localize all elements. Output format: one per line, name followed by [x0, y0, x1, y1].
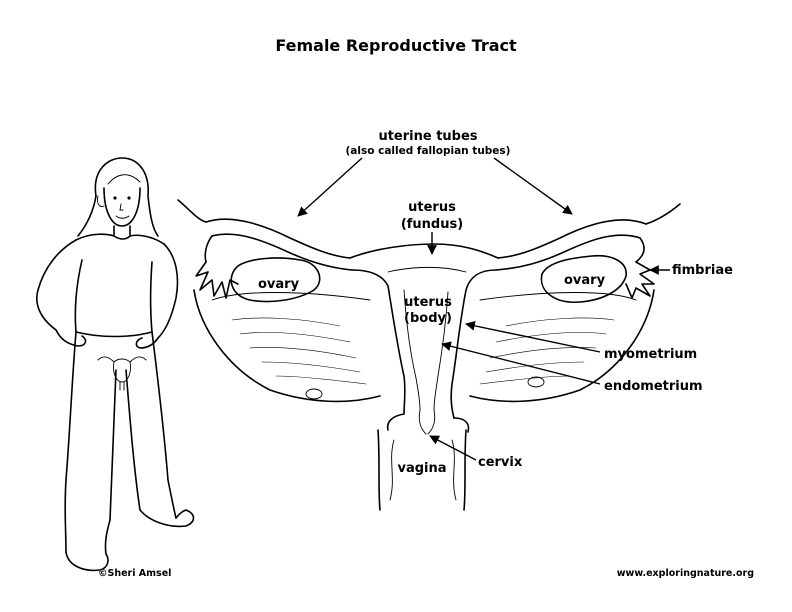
uterus-body-label-line1: uterus — [404, 295, 452, 310]
uterine-tubes-arrow-right — [493, 157, 573, 215]
ovary-right-label: ovary — [564, 273, 606, 288]
uterus-fundus-label-line1: uterus — [408, 200, 456, 215]
diagram-title: Female Reproductive Tract — [275, 36, 517, 55]
uterine-tubes-label-text: uterine tubes — [378, 129, 477, 144]
myometrium-arrow — [465, 321, 601, 353]
uterine-tubes-label: uterine tubes (also called fallopian tub… — [346, 129, 511, 157]
girl-figure-illustration — [36, 157, 195, 572]
vagina-label: vagina — [397, 461, 446, 476]
uterus-body-label-line2: (body) — [404, 311, 452, 326]
uterine-tubes-arrow-left — [297, 157, 363, 217]
ovary-left-label: ovary — [258, 277, 300, 292]
uterine-tubes-note-text: (also called fallopian tubes) — [346, 145, 511, 157]
cervix-arrow — [429, 435, 477, 461]
fimbriae-label: fimbriae — [672, 263, 733, 278]
myometrium-label: myometrium — [604, 347, 697, 362]
copyright-text: ©Sheri Amsel — [98, 568, 171, 579]
reproductive-tract-illustration — [177, 199, 681, 511]
website-link[interactable]: www.exploringnature.org — [617, 568, 754, 579]
endometrium-arrow — [441, 341, 601, 385]
uterus-fundus-label-line2: (fundus) — [401, 217, 463, 232]
cervix-label: cervix — [478, 455, 523, 470]
endometrium-label: endometrium — [604, 379, 703, 394]
